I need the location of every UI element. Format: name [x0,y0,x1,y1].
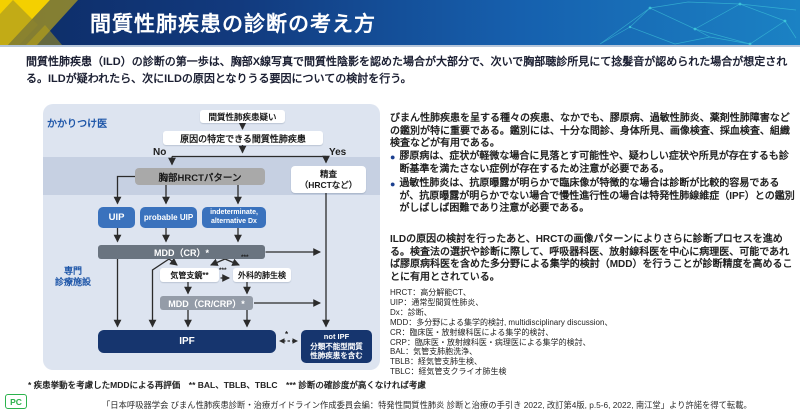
abbreviation-item: CRP：臨床医・放射線科医・病理医による集学的検討、 [390,337,591,347]
node-indeterminate: indeterminate, alternative Dx [202,207,266,228]
bullet-text: 膠原病は、症状が軽微な場合に見落とす可能性や、疑わしい症状や所見が存在するも診断… [399,151,789,175]
intro-text: 間質性肺疾患（ILD）の診断の第一歩は、胸部X線写真で間質性陰影を認めた場合が大… [26,56,788,85]
node-detailed-workup-line1: 精査 [319,168,337,179]
branch-label-yes: Yes [329,147,347,158]
right-bullet-list: ● 膠原病は、症状が軽微な場合に見落とす可能性や、疑わしい症状や所見が存在するも… [390,151,795,218]
node-mdd-cr-crp: MDD（CR/CRP）* [160,296,253,310]
abbreviation-item: UIP：通常型間質性肺炎、 [390,297,484,307]
page-title: 間質性肺疾患の診断の考え方 [90,12,376,36]
right-paragraph-differential: びまん性肺疾患を呈する種々の疾患、なかでも、膠原病、過敏性肺炎、薬剤性肺障害など… [390,113,790,150]
abbreviation-item: TBLC：経気管支クライオ肺生検 [390,367,507,377]
header-bar: 間質性肺疾患の診断の考え方 [0,0,800,47]
node-mdd-cr: MDD（CR）* [98,245,265,259]
node-probable-uip: probable UIP [140,207,197,228]
node-surgical-lung-biopsy: 外科的肺生検 [233,268,291,282]
citation-text: 「日本呼吸器学会 びまん性肺疾患診断・治療ガイドライン作成委員会編：特発性間質性… [102,400,752,410]
abbreviation-list: HRCT：高分解能CT、 UIP：通常型間質性肺炎、 Dx：診断、 MDD：多分… [390,288,795,377]
abbreviation-item: Dx：診断、 [390,307,432,317]
node-ild-suspected: 間質性肺疾患疑い [200,110,285,123]
node-uip: UIP [98,207,135,228]
triple-asterisk-label: *** [219,267,227,274]
asterisk-label: * [285,330,289,339]
footnote-text: * 疾患挙動を考慮したMDDによる再評価 ** BAL、TBLB、TBLC **… [28,380,426,390]
pc-badge: PC [5,394,27,409]
abbreviation-item: HRCT：高分解能CT、 [390,288,471,297]
node-chest-hrct-pattern: 胸部HRCTパターン [135,168,265,185]
node-indeterminate-line1: indeterminate, [210,209,258,216]
yellow-diamond-decoration [0,0,78,45]
node-bronchoscopy: 気管支鏡** [160,268,219,282]
triple-asterisk-label: *** [241,254,249,261]
node-not-ipf-line3: 性肺疾患を含む [310,351,363,361]
zone-label-specialist-facility: 専門 診療施設 [44,266,102,288]
branch-label-no: No [153,147,167,158]
abbreviation-item: MDD：多分野による集学的検討, multidisciplinary discu… [390,317,613,327]
bullet-dot-icon: ● [390,152,396,162]
bullet-item: ● 膠原病は、症状が軽微な場合に見落とす可能性や、疑わしい症状や所見が存在するも… [390,151,795,176]
node-ipf: IPF [98,330,276,353]
zone-label-specialist-line1: 専門 [63,266,82,276]
abbreviation-item: CR：臨床医・放射線科医による集学的検討、 [390,327,554,337]
node-not-ipf-line2: 分類不能型間質 [310,341,363,351]
node-detailed-workup-line2: （HRCTなど） [299,179,358,190]
bullet-dot-icon: ● [390,179,396,190]
node-identifiable-cause: 原因の特定できる間質性肺疾患 [163,131,323,145]
bullet-item: ● 過敏性肺炎は、抗原曝露が明らかで臨床像が特徴的な場合は診断が比較的容易である… [390,178,795,216]
abbreviation-item: TBLB：経気管支肺生検、 [390,357,483,367]
zone-label-specialist-line2: 診療施設 [54,277,91,287]
node-indeterminate-line2: alternative Dx [211,217,257,225]
network-mesh-decoration [599,1,797,45]
node-not-ipf-line1: not IPF [323,332,350,342]
right-paragraph-mdd: ILDの原因の検討を行ったあと、HRCTの画像パターンによりさらに診断プロセスを… [390,234,793,283]
bullet-text: 過敏性肺炎は、抗原曝露が明らかで臨床像が特徴的な場合は診断が比較的容易であるが、… [399,178,795,215]
abbreviation-item: BAL：気管支肺胞洗浄、 [390,347,478,357]
node-detailed-workup: 精査 （HRCTなど） [291,166,366,193]
node-not-ipf: not IPF 分類不能型間質 性肺疾患を含む [301,330,372,363]
zone-label-primary-care: かかりつけ医 [47,119,108,130]
